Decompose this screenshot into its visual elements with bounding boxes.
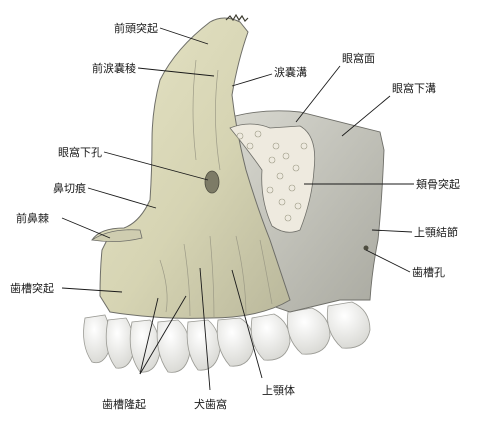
label-infraorbital-foramen: 眼窩下孔 xyxy=(58,146,102,159)
label-alveolar-process: 歯槽突起 xyxy=(10,282,54,295)
alveolar-foramen xyxy=(363,245,369,251)
label-nasal-notch: 鼻切痕 xyxy=(53,182,86,195)
frontal-process-edge xyxy=(225,13,249,22)
label-lacrimal-crest: 前涙嚢稜 xyxy=(92,62,136,75)
label-maxilla-body: 上顎体 xyxy=(262,384,295,397)
label-zygomatic-process: 頬骨突起 xyxy=(416,178,460,191)
label-anterior-nasal-spine: 前鼻棘 xyxy=(16,212,49,225)
label-alveolar-yokes: 歯槽隆起 xyxy=(102,398,146,411)
label-canine-fossa: 犬歯窩 xyxy=(194,398,227,411)
infraorbital-foramen xyxy=(204,170,220,194)
zygomatic-process xyxy=(229,123,316,233)
label-infraorbital-groove: 眼窩下溝 xyxy=(392,82,436,95)
nasal-spine xyxy=(90,229,143,242)
label-orbital-surface: 眼窩面 xyxy=(342,52,375,65)
label-frontal-process: 前頭突起 xyxy=(114,22,158,35)
label-alveolar-foramina: 歯槽孔 xyxy=(412,266,445,279)
label-lacrimal-groove: 涙嚢溝 xyxy=(274,66,307,79)
zygomatic-texture xyxy=(236,130,308,222)
teeth xyxy=(83,301,371,373)
maxilla-main-body xyxy=(91,17,291,319)
leader-lines xyxy=(61,27,414,391)
bone-striations xyxy=(159,59,273,319)
label-maxillary-tuberosity: 上顎結節 xyxy=(414,226,458,239)
